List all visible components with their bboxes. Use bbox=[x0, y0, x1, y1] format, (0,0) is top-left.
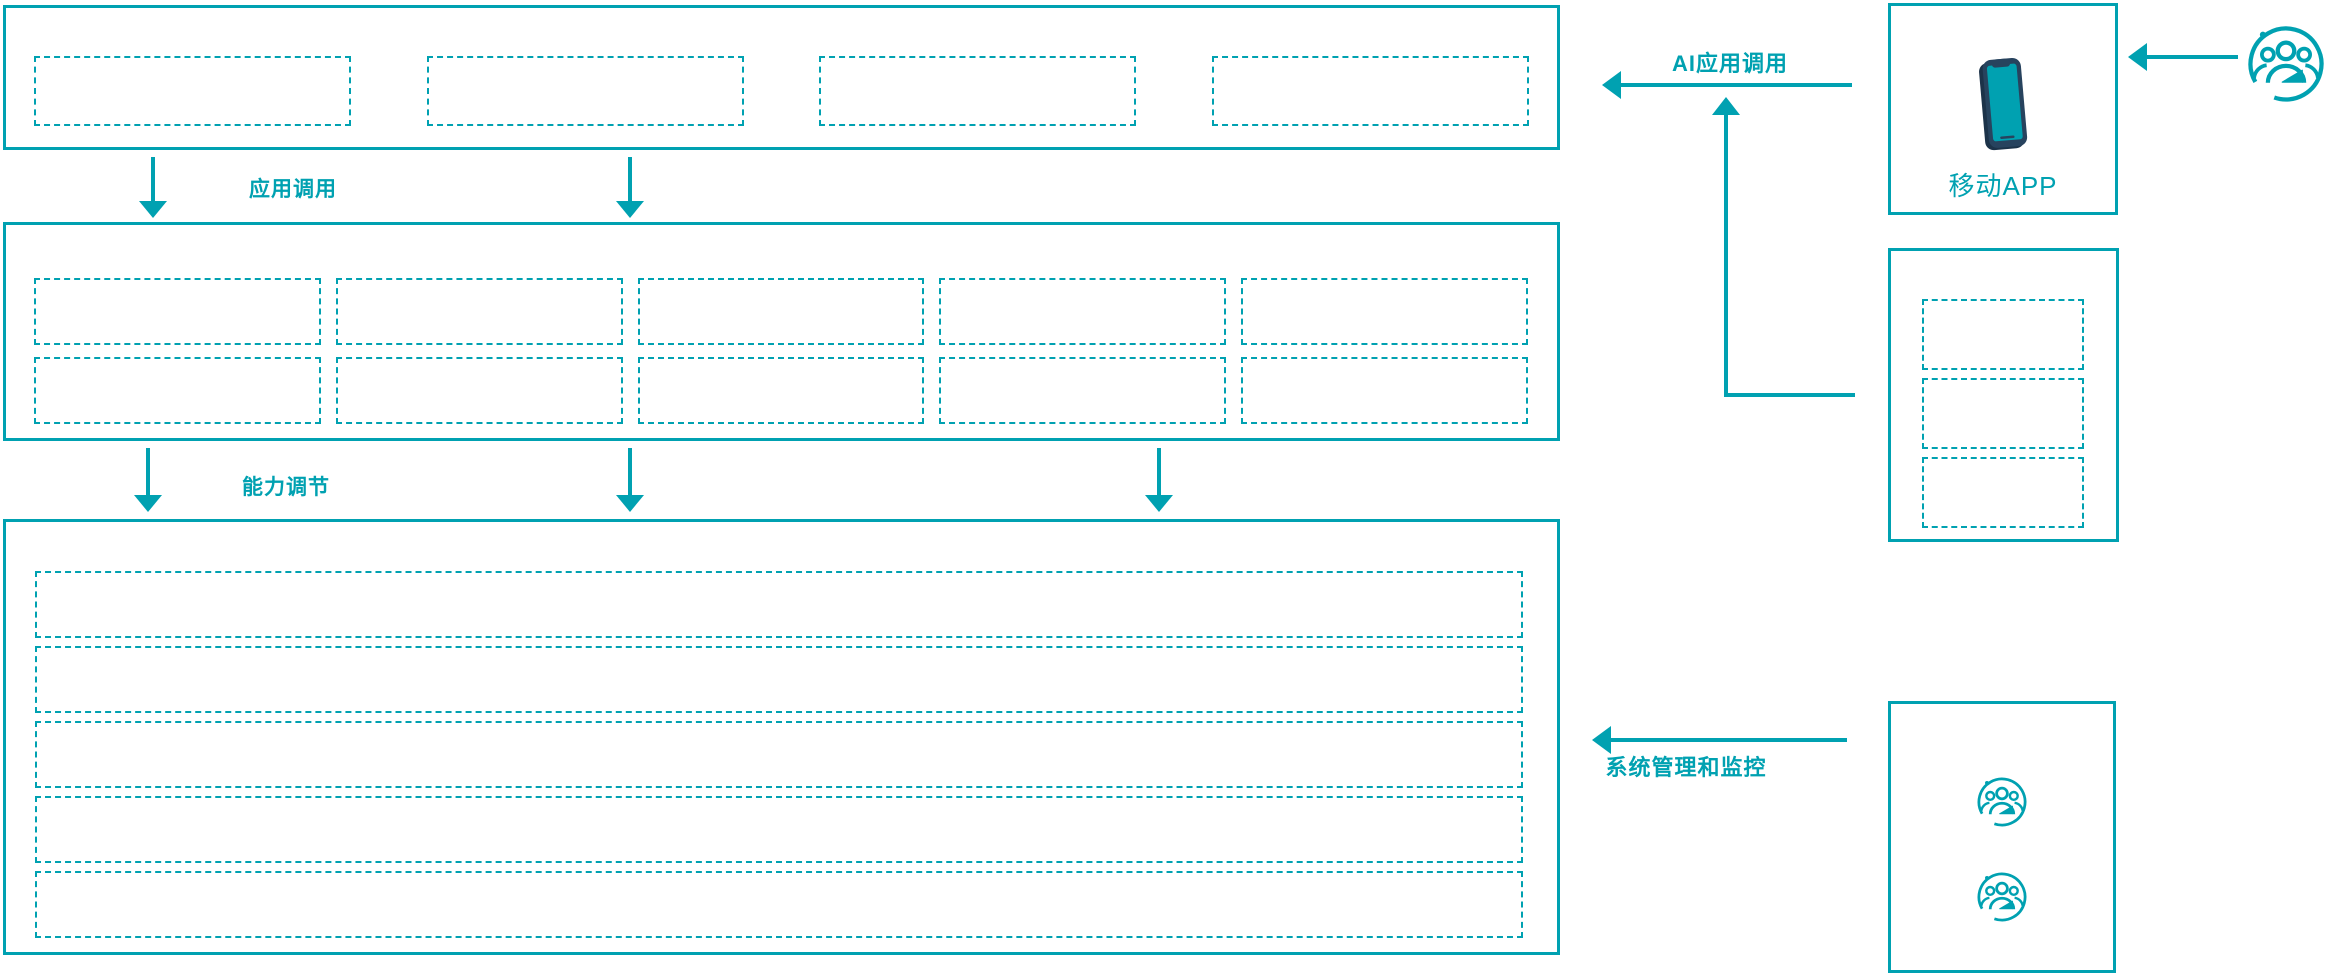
placeholder-row bbox=[35, 796, 1523, 863]
placeholder-box bbox=[637, 278, 925, 345]
connector-line-vertical bbox=[1724, 113, 1728, 397]
mobile-app-panel: 移动APP bbox=[1888, 3, 2118, 215]
left-arrow-system-management bbox=[1592, 726, 1847, 754]
admin-users-panel bbox=[1888, 701, 2116, 973]
down-arrow bbox=[1145, 448, 1173, 512]
placeholder-box bbox=[1241, 357, 1528, 424]
placeholder-box bbox=[1211, 56, 1529, 126]
placeholder-box bbox=[1241, 278, 1528, 345]
placeholder-box bbox=[34, 56, 351, 126]
placeholder-box bbox=[335, 357, 623, 424]
users-group-icon bbox=[1976, 871, 2028, 923]
left-arrow-user bbox=[2128, 43, 2238, 71]
placeholder-row bbox=[35, 571, 1523, 638]
flow-label-system-management: 系统管理和监控 bbox=[1605, 755, 1767, 780]
connector-line-horizontal bbox=[1724, 393, 1855, 397]
mobile-app-label: 移动APP bbox=[1948, 171, 2058, 201]
flow-label-ai-app-call: AI应用调用 bbox=[1671, 51, 1788, 76]
down-arrow bbox=[134, 448, 162, 512]
placeholder-box bbox=[819, 56, 1137, 126]
placeholder-row bbox=[35, 646, 1523, 713]
down-arrow bbox=[139, 157, 167, 218]
placeholder-box bbox=[34, 278, 321, 345]
placeholder-box bbox=[939, 357, 1227, 424]
left-arrow-ai-call bbox=[1602, 71, 1852, 99]
platform-layer-panel bbox=[3, 519, 1560, 955]
application-layer-panel bbox=[3, 5, 1560, 150]
placeholder-box bbox=[1922, 457, 2084, 528]
mobile-phone-icon bbox=[1978, 57, 2029, 151]
placeholder-box bbox=[1922, 378, 2084, 449]
placeholder-box bbox=[637, 357, 925, 424]
flow-label-capability-tuning: 能力调节 bbox=[242, 476, 330, 499]
placeholder-row bbox=[35, 871, 1523, 938]
capability-layer-panel bbox=[3, 222, 1560, 441]
users-group-icon bbox=[1976, 776, 2028, 828]
placeholder-box bbox=[34, 357, 321, 424]
placeholder-box bbox=[939, 278, 1227, 345]
side-stack-panel bbox=[1888, 248, 2119, 542]
up-arrowhead bbox=[1712, 97, 1740, 115]
placeholder-box bbox=[1922, 299, 2084, 370]
placeholder-row bbox=[35, 721, 1523, 788]
placeholder-box bbox=[426, 56, 744, 126]
flow-label-app-call: 应用调用 bbox=[249, 178, 337, 201]
down-arrow bbox=[616, 448, 644, 512]
down-arrow bbox=[616, 157, 644, 218]
placeholder-box bbox=[335, 278, 623, 345]
users-group-icon bbox=[2246, 24, 2326, 104]
